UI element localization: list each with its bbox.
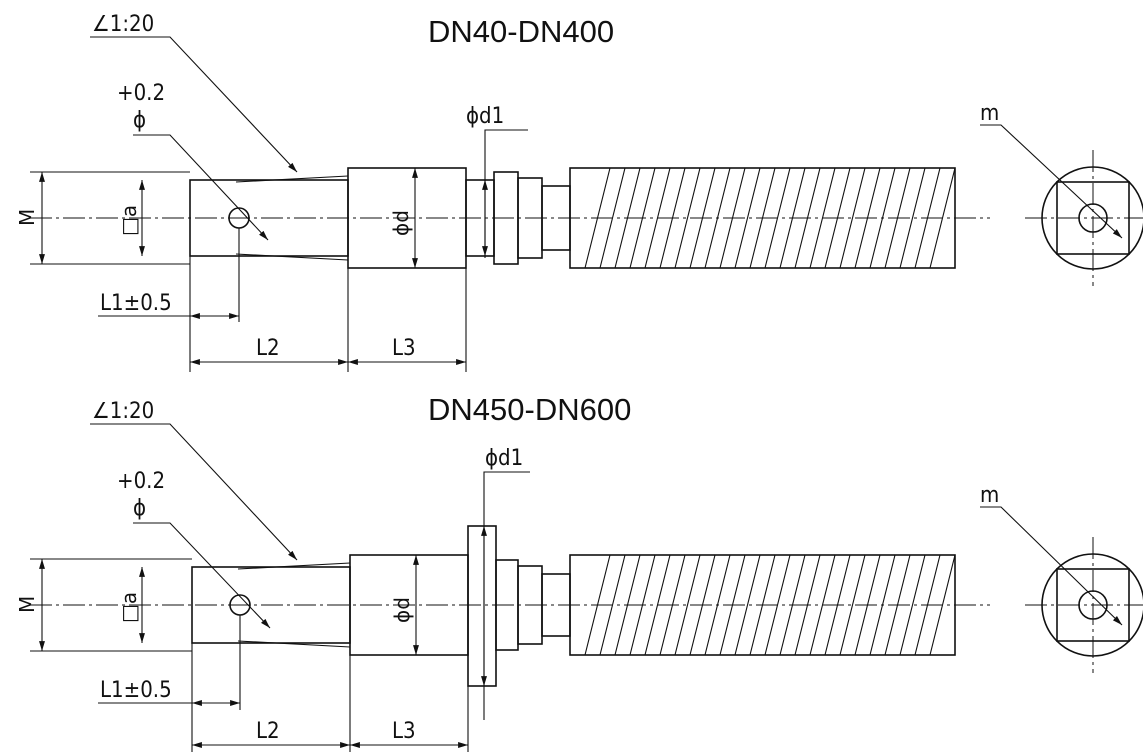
flange-dia: ϕd1 (485, 446, 523, 471)
view-dn40-dn400: DN40-DN400 (15, 12, 1143, 372)
body-dia: ϕd (389, 210, 413, 236)
view-title: DN450-DN600 (428, 392, 631, 427)
thread-section (569, 554, 956, 656)
hole-tolerance: +0.2 (117, 81, 165, 106)
dim-l1: L1±0.5 (100, 291, 172, 316)
thread-section (569, 167, 956, 269)
dim-m: M (15, 209, 39, 226)
dim-square-a: □a (117, 205, 141, 236)
flange-dia: ϕd1 (466, 104, 504, 129)
dim-l2: L2 (256, 719, 280, 744)
dim-l2: L2 (256, 336, 280, 361)
dim-m: M (15, 596, 39, 613)
flange (467, 525, 497, 687)
hole-tolerance: +0.2 (117, 469, 165, 494)
end-label: m (980, 483, 999, 508)
body-dia: ϕd (390, 597, 414, 623)
taper-end (191, 562, 351, 648)
end-view: m (980, 483, 1143, 673)
taper-label: ∠1:20 (92, 399, 154, 424)
end-label: m (980, 101, 999, 126)
view-dn450-dn600: DN450-DN600 (15, 392, 1143, 752)
taper-label: ∠1:20 (92, 12, 154, 37)
hole-dia: ϕ (133, 108, 146, 133)
view-title: DN40-DN400 (428, 14, 614, 49)
dim-square-a: □a (117, 592, 141, 623)
hole-dia: ϕ (133, 496, 146, 521)
dim-l1: L1±0.5 (100, 678, 172, 703)
dim-l3: L3 (392, 336, 416, 361)
dim-l3: L3 (392, 719, 416, 744)
end-view: m (980, 101, 1143, 286)
